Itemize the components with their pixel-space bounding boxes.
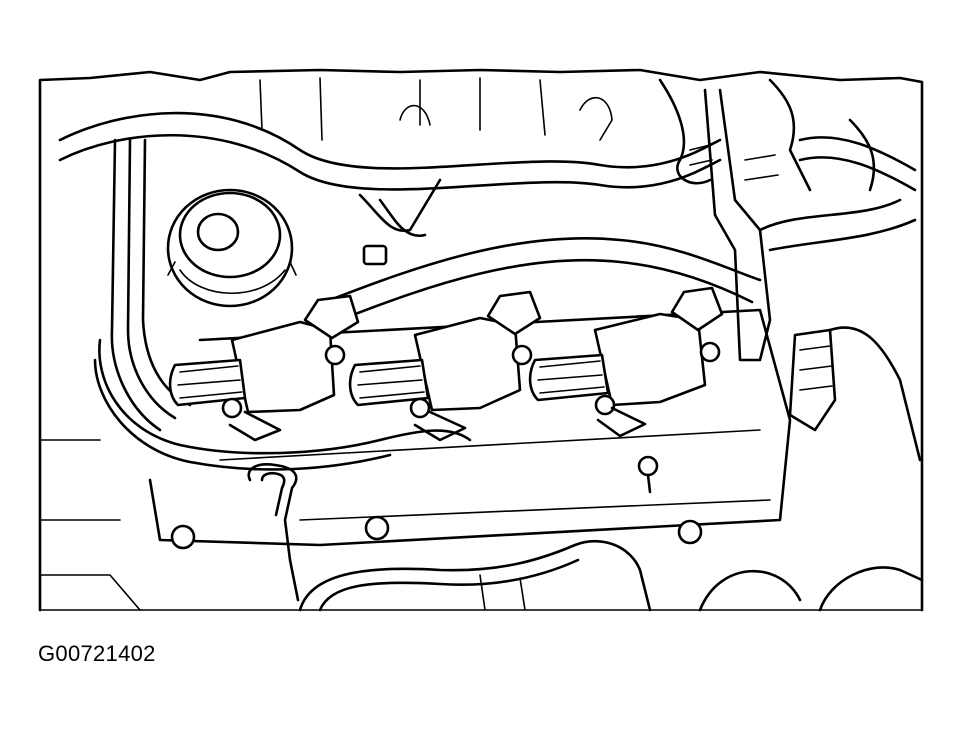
figure-id-label: G00721402 [38,641,156,666]
upper-hoses [58,77,917,362]
ignition-coil-1 [168,294,360,442]
ignition-coil-3 [528,286,724,438]
lower-engine-parts [39,539,924,612]
right-connector-bracket [788,326,922,462]
center-hose [328,236,762,320]
engine-outline [38,68,924,612]
valve-cover [148,308,792,550]
dipstick-handle [247,463,300,602]
upper-right-components [658,78,876,192]
ignition-coil-2 [348,290,542,442]
oil-filler-cap [166,188,297,308]
